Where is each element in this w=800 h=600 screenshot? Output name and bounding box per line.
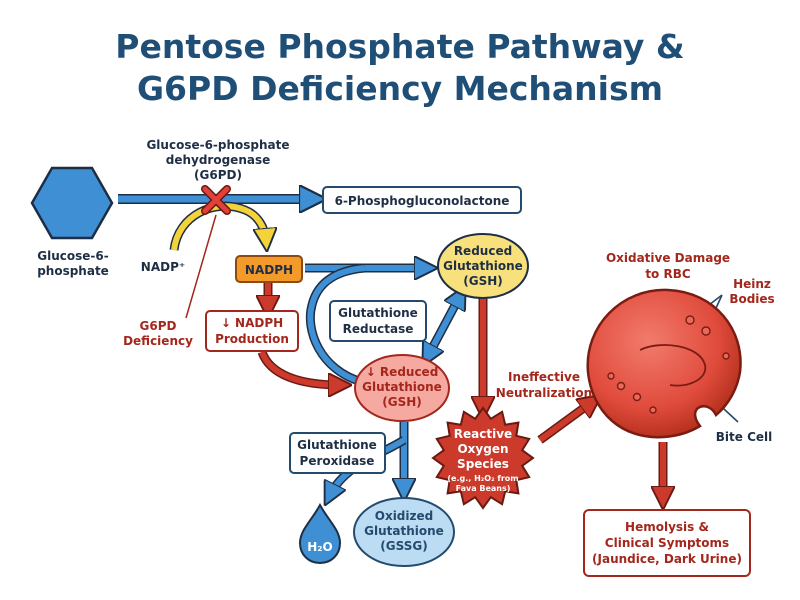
ineffective-label-2: Neutralization xyxy=(496,386,592,400)
oxidative-damage-label-2: to RBC xyxy=(645,267,691,281)
glutathione-peroxidase-label-2: Peroxidase xyxy=(300,454,375,468)
phosphogluconolactone-label: 6-Phosphogluconolactone xyxy=(335,194,510,208)
hemolysis-label-3: (Jaundice, Dark Urine) xyxy=(592,552,742,566)
bite-cell-label: Bite Cell xyxy=(716,430,772,444)
red-x-block-icon xyxy=(201,185,231,215)
arrow-reductase-cycle xyxy=(305,263,366,387)
glucose6p-label-1: Glucose-6- xyxy=(37,249,108,263)
water-drop-icon xyxy=(298,502,342,565)
g6pd-deficiency-label-2: Deficiency xyxy=(123,334,193,348)
low-nadph-box xyxy=(205,310,299,352)
hemolysis-label-2: Clinical Symptoms xyxy=(605,536,729,550)
ineffective-label-1: Ineffective xyxy=(508,370,580,384)
reduced-gsh-ellipse xyxy=(437,233,529,299)
low-gsh-label-1: ↓ Reduced xyxy=(366,365,439,379)
nadph-label: NADPH xyxy=(245,263,293,277)
glutathione-peroxidase-box xyxy=(289,432,386,474)
glutathione-reductase-label-1: Glutathione xyxy=(338,306,418,320)
glutathione-peroxidase-label-1: Glutathione xyxy=(297,438,377,452)
ros-starburst-icon xyxy=(431,406,535,510)
heinz-label-2: Bodies xyxy=(729,292,774,306)
water-label: H₂O xyxy=(307,540,333,554)
oxidized-gssg-label-1: Oxidized xyxy=(375,509,433,523)
low-gsh-ellipse xyxy=(354,354,450,422)
arrow-gsh-double xyxy=(428,296,460,356)
low-nadph-label-1: ↓ NADPH xyxy=(221,316,283,330)
reduced-gsh-label-3: (GSH) xyxy=(463,274,503,288)
g6pd-deficiency-label-1: G6PD xyxy=(140,319,177,333)
ros-label-2: Oxygen xyxy=(457,442,508,456)
ros-label-1: Reactive xyxy=(454,427,512,441)
arrow-low-nadph-to-low-gsh xyxy=(257,350,340,385)
low-nadph-label-2: Production xyxy=(215,332,289,346)
oxidized-gssg-label-2: Glutathione xyxy=(364,524,444,538)
glucose-hexagon-icon xyxy=(30,166,114,240)
reduced-gsh-label-2: Glutathione xyxy=(443,259,523,273)
oxidized-gssg-ellipse xyxy=(353,497,455,567)
low-gsh-label-2: Glutathione xyxy=(362,380,442,394)
nadp-label: NADP⁺ xyxy=(141,260,185,274)
ros-note-1: (e.g., H₂O₂ from xyxy=(447,474,518,483)
reduced-gsh-label-1: Reduced xyxy=(454,244,512,258)
title-line-1: Pentose Phosphate Pathway & xyxy=(115,27,684,66)
hemolysis-label-1: Hemolysis & xyxy=(625,520,709,534)
g6pd-enzyme-label-1: Glucose-6-phosphate xyxy=(146,138,289,152)
ros-note-2: Fava Beans) xyxy=(456,484,511,493)
nadph-box xyxy=(235,255,303,283)
ros-label-3: Species xyxy=(457,457,509,471)
phosphogluconolactone-box xyxy=(322,186,522,214)
glutathione-reductase-box xyxy=(329,300,427,342)
arrow-ros-to-rbc xyxy=(537,402,592,444)
red-blood-cell-icon xyxy=(586,288,742,439)
heinz-label-1: Heinz xyxy=(733,277,771,291)
g6pd-enzyme-label-3: (G6PD) xyxy=(194,168,242,182)
oxidative-damage-label-1: Oxidative Damage xyxy=(606,251,730,265)
low-gsh-label-3: (GSH) xyxy=(382,395,422,409)
glutathione-reductase-label-2: Reductase xyxy=(343,322,414,336)
arrow-nadp-to-nadph xyxy=(169,201,266,250)
hemolysis-box xyxy=(583,509,751,577)
g6pd-enzyme-label-2: dehydrogenase xyxy=(166,153,271,167)
oxidized-gssg-label-3: (GSSG) xyxy=(380,539,427,553)
title-line-2: G6PD Deficiency Mechanism xyxy=(137,69,663,108)
glucose6p-label-2: phosphate xyxy=(37,264,109,278)
deficiency-connector xyxy=(185,214,217,319)
